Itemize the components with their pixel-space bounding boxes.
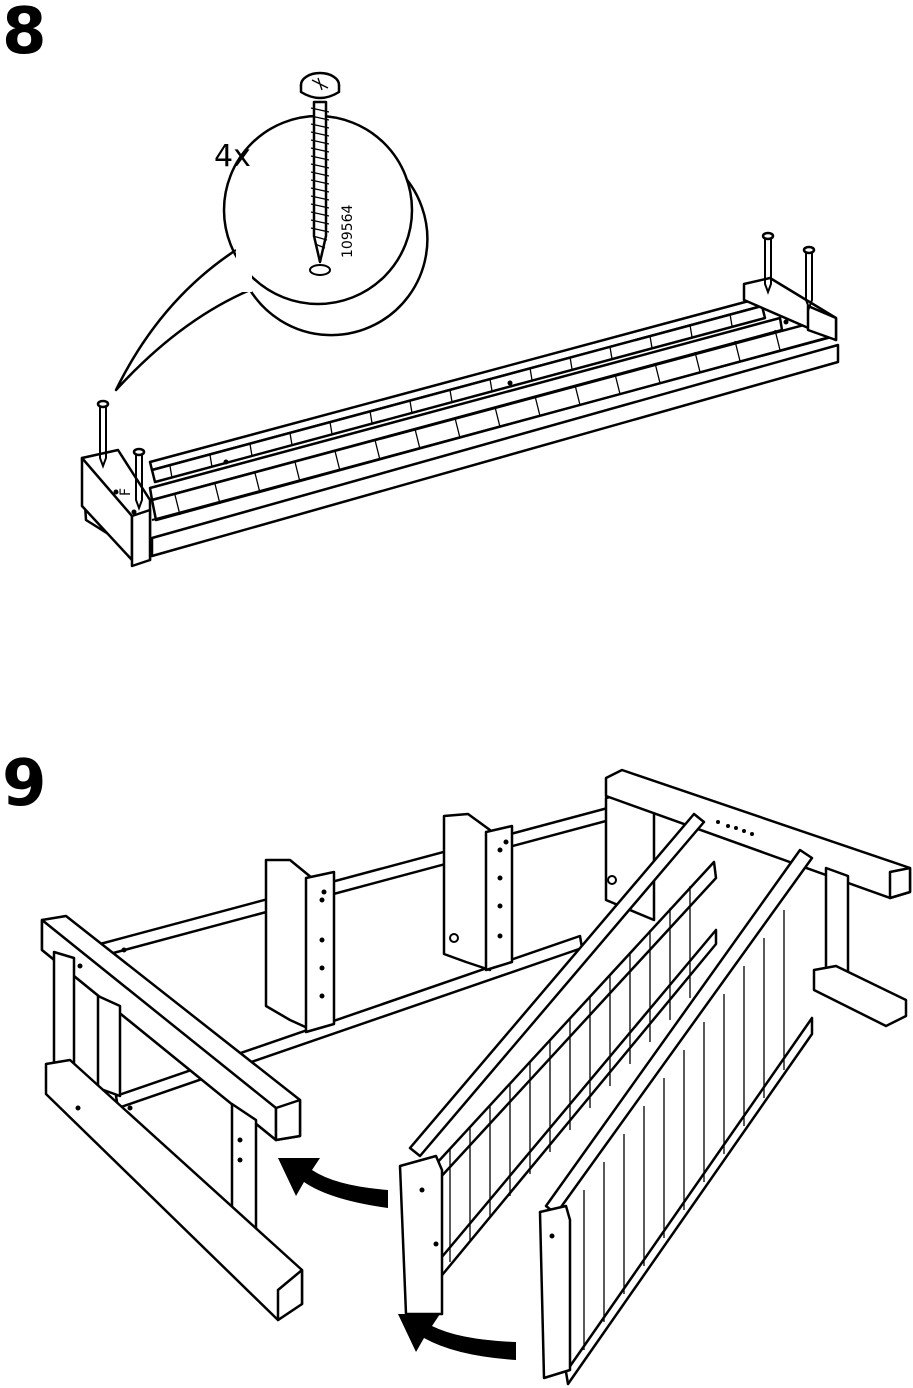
- step-8-illustration: 4x 109564: [82, 73, 838, 566]
- frame-marking-label: F: [118, 488, 134, 496]
- callout-bubble: [116, 116, 427, 390]
- quantity-label: 4x: [214, 139, 251, 174]
- step-9-illustration: [42, 770, 910, 1384]
- part-number-label: 109564: [340, 204, 356, 258]
- screw-icon: [804, 247, 814, 308]
- rotate-arrow-icon: [398, 1314, 516, 1360]
- support-panel: [266, 860, 334, 1032]
- side-guard-rail: [540, 850, 812, 1384]
- back-rail: [100, 794, 662, 956]
- support-panel: [444, 814, 512, 970]
- rotate-arrow-icon: [278, 1158, 388, 1208]
